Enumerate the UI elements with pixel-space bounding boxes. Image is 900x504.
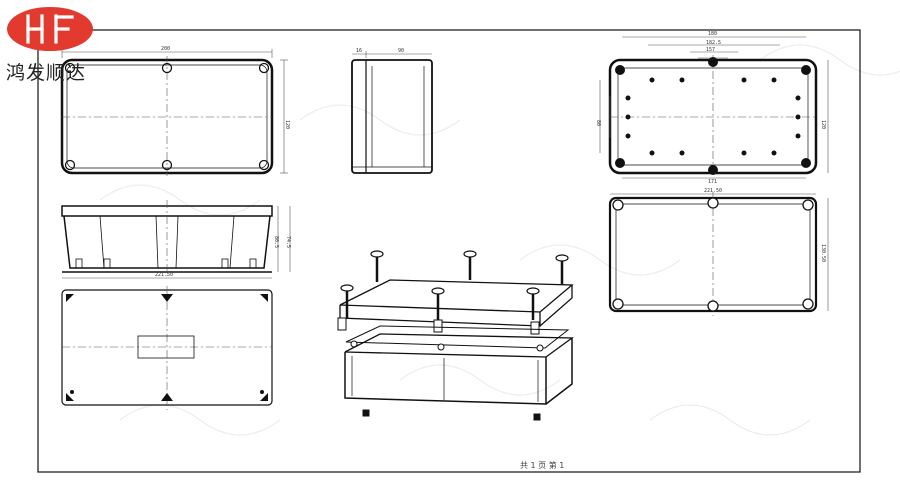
- exploded-view: [337, 250, 574, 421]
- drawing-border: [37, 29, 861, 473]
- dim-front-width: 221.50: [155, 272, 173, 278]
- page-footer: 共 1 页 第 1: [520, 461, 565, 470]
- front-view: [61, 200, 291, 279]
- dim-side-depth: 90: [398, 48, 404, 54]
- side-view: [351, 51, 433, 174]
- dim-side-lid: 16: [356, 48, 362, 54]
- dim-top-width: 200: [161, 46, 170, 52]
- dim-lid-outer: 180: [708, 31, 717, 37]
- company-logo: [6, 6, 93, 51]
- dim-front-h2: 74.5: [285, 236, 291, 248]
- watermark-pattern: [99, 44, 900, 436]
- dim-lid-height: 120: [820, 120, 826, 129]
- dim-front-h1: 80.5: [273, 236, 279, 248]
- dim-base-height: 130.50: [820, 244, 826, 262]
- dim-top-height: 120: [284, 120, 290, 129]
- company-name: 鸿发顺达: [6, 62, 87, 84]
- lid-inner-view: [599, 36, 829, 179]
- base-view: [608, 192, 829, 316]
- dim-lid-inner: 182.5: [706, 40, 721, 46]
- dim-lid-inner2: 157: [706, 47, 715, 53]
- dim-base-width: 221.50: [704, 188, 722, 194]
- top-view: [60, 49, 288, 178]
- logo-text: [6, 6, 7, 7]
- dim-lid-bottom: 171: [708, 179, 717, 185]
- bottom-view: [61, 286, 273, 410]
- dim-lid-side: 80: [595, 120, 601, 126]
